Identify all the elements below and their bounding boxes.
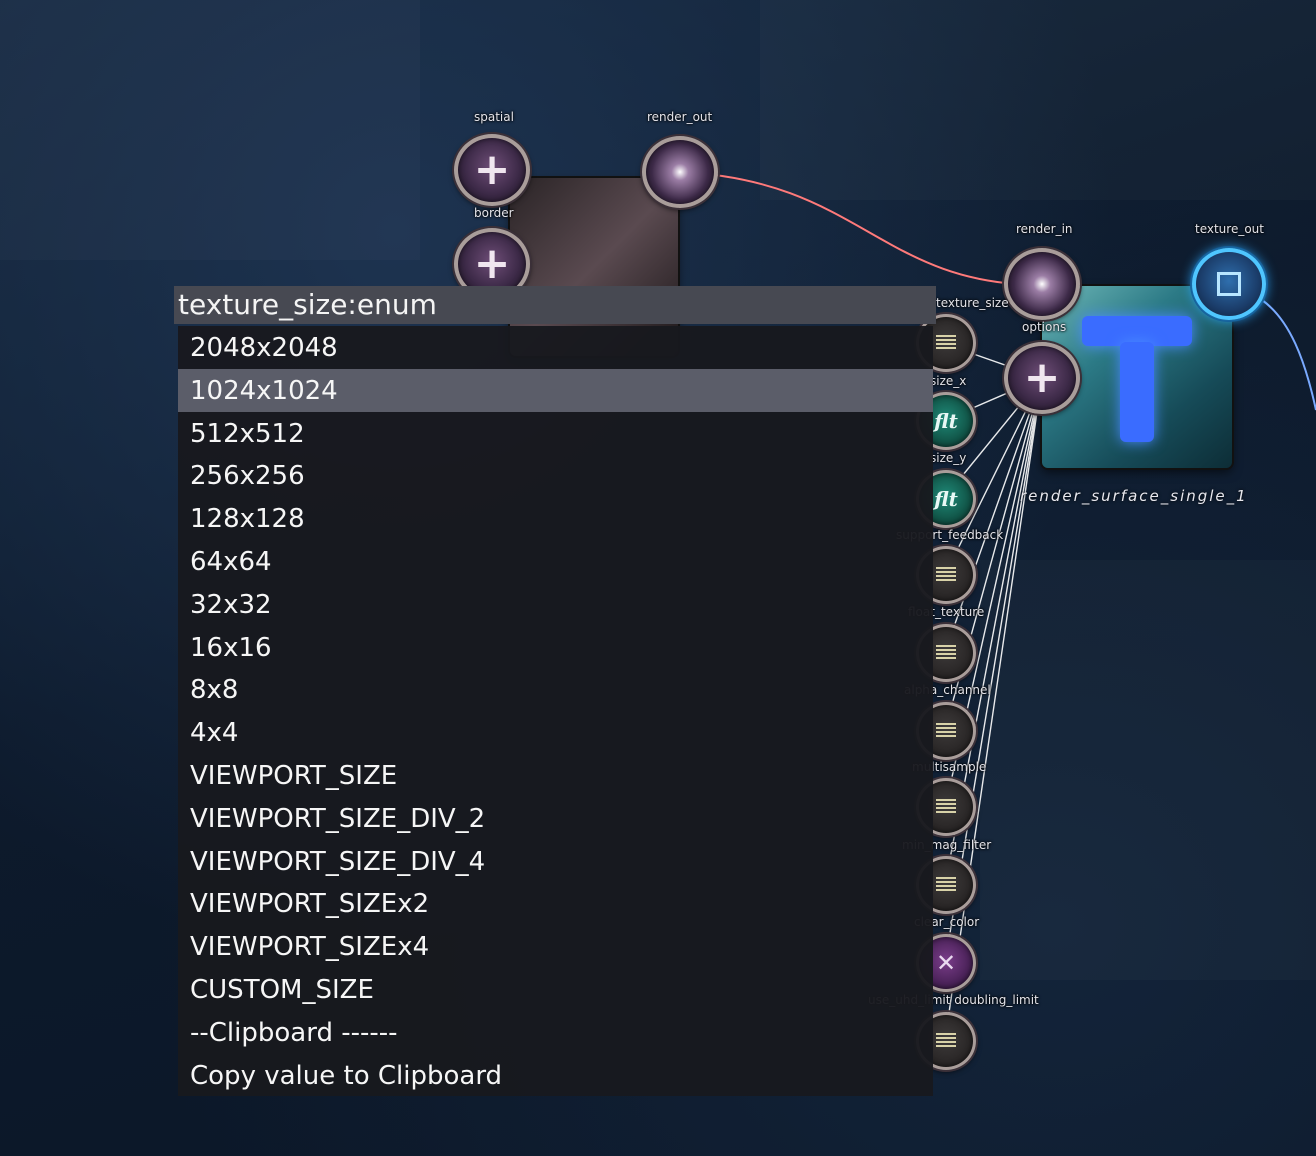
menu-item[interactable]: 128x128 xyxy=(190,504,305,535)
lines-icon xyxy=(936,877,956,893)
port-render-in[interactable] xyxy=(1004,248,1080,320)
port-label-texture-size: texture_size xyxy=(936,296,1009,310)
lines-icon xyxy=(936,799,956,815)
flt-icon: flt xyxy=(934,487,958,511)
port-spatial[interactable]: + xyxy=(454,134,530,206)
lines-icon xyxy=(936,567,956,583)
port-label-options: options xyxy=(1022,320,1067,334)
menu-item[interactable]: VIEWPORT_SIZEx2 xyxy=(190,889,430,920)
port-label-size-y: size_y xyxy=(930,451,967,465)
menu-item[interactable]: --Clipboard ------ xyxy=(190,1017,398,1048)
menu-item[interactable]: 256x256 xyxy=(190,461,305,492)
texture-t-glyph-stem xyxy=(1120,342,1154,442)
enum-menu-header: texture_size:enum xyxy=(174,286,936,324)
node-name-render-surface: render_surface_single_1 xyxy=(1020,487,1248,505)
enum-menu-list[interactable]: 2048x2048 1024x1024 512x512 256x256 128x128 6… xyxy=(178,326,933,1096)
menu-item[interactable]: 1024x1024 xyxy=(178,368,933,412)
menu-item[interactable]: 32x32 xyxy=(190,589,272,620)
texture-square-icon xyxy=(1217,272,1241,296)
menu-item[interactable]: 512x512 xyxy=(190,418,305,449)
menu-item[interactable]: 2048x2048 xyxy=(190,333,338,363)
menu-item[interactable]: 4x4 xyxy=(190,718,239,749)
lines-icon xyxy=(936,723,956,739)
lines-icon xyxy=(936,335,956,351)
menu-item[interactable]: 8x8 xyxy=(190,675,239,706)
menu-item[interactable]: VIEWPORT_SIZE xyxy=(190,760,398,791)
lines-icon xyxy=(936,1033,956,1049)
port-label-render-out: render_out xyxy=(647,110,713,124)
port-label-render-in: render_in xyxy=(1016,222,1073,236)
flt-icon: flt xyxy=(934,409,958,433)
port-options[interactable]: + xyxy=(1004,342,1080,414)
plus-icon: + xyxy=(1023,352,1061,403)
port-label-size-x: size_x xyxy=(930,374,967,388)
menu-item[interactable]: 16x16 xyxy=(190,632,272,663)
port-label-doubling-limit-text: doubling_limit xyxy=(954,993,1039,1007)
port-label-texture-out: texture_out xyxy=(1195,222,1264,236)
port-label-spatial: spatial xyxy=(474,110,514,124)
menu-item[interactable]: VIEWPORT_SIZEx4 xyxy=(190,932,430,963)
port-label-border: border xyxy=(474,206,514,220)
menu-item[interactable]: 64x64 xyxy=(190,546,272,577)
port-render-out[interactable] xyxy=(642,136,718,208)
menu-item[interactable]: Copy value to Clipboard xyxy=(190,1060,503,1091)
menu-item[interactable]: VIEWPORT_SIZE_DIV_2 xyxy=(190,803,486,834)
port-texture-out[interactable] xyxy=(1192,248,1266,320)
menu-item[interactable]: CUSTOM_SIZE xyxy=(190,974,374,1005)
plus-icon: + xyxy=(473,238,511,289)
menu-item[interactable]: VIEWPORT_SIZE_DIV_4 xyxy=(190,846,486,877)
color-cross-icon: ✕ xyxy=(935,949,957,977)
plus-icon: + xyxy=(473,144,511,195)
lines-icon xyxy=(936,645,956,661)
texture-t-glyph-top xyxy=(1082,316,1192,346)
